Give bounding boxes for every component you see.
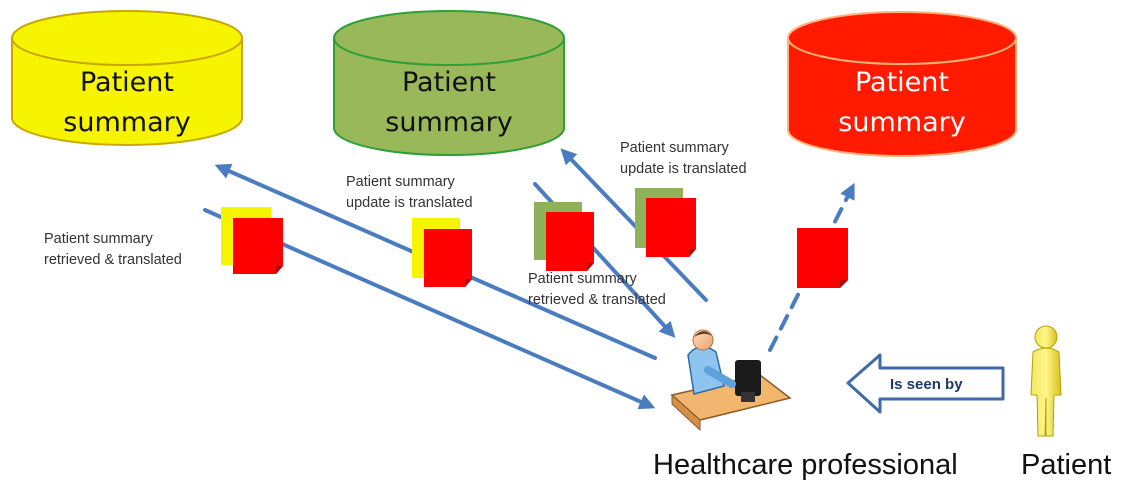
database-yellow-label-line2: summary — [63, 107, 190, 138]
note-update-right: Patient summary update is translated — [620, 140, 747, 177]
note-update-right-line1: Patient summary — [620, 140, 730, 156]
note-update-middle-line1: Patient summary — [346, 174, 456, 190]
document-red-single — [797, 228, 848, 288]
note-retrieved-left-line2: retrieved & translated — [44, 252, 182, 268]
database-yellow: Patient summary — [11, 10, 243, 146]
document-pair-yellow-red-middle — [412, 218, 472, 287]
document-pair-green-red-upper — [635, 188, 696, 257]
database-red-label-line2: summary — [838, 107, 965, 138]
note-retrieved-left: Patient summary retrieved & translated — [44, 231, 182, 268]
note-update-middle-line2: update is translated — [346, 195, 473, 211]
note-retrieved-right: Patient summary retrieved & translated — [528, 271, 666, 308]
database-green: Patient summary — [333, 10, 565, 156]
database-yellow-label-line1: Patient — [80, 67, 174, 98]
doctor-at-computer-icon — [670, 329, 792, 432]
note-retrieved-right-line1: Patient summary — [528, 271, 638, 287]
document-pair-green-red — [534, 202, 594, 271]
document-pair-yellow-red — [221, 207, 283, 274]
database-red: Patient summary — [787, 11, 1017, 157]
patient-figure-icon — [1030, 325, 1062, 437]
note-retrieved-right-line2: retrieved & translated — [528, 292, 666, 308]
healthcare-professional-label: Healthcare professional — [653, 449, 958, 481]
database-green-label-line1: Patient — [402, 67, 496, 98]
note-update-middle: Patient summary update is translated — [346, 174, 473, 211]
database-green-label-line2: summary — [385, 107, 512, 138]
note-retrieved-left-line1: Patient summary — [44, 231, 154, 247]
arrow-to-red-database-dashed — [768, 182, 855, 352]
note-update-right-line2: update is translated — [620, 161, 747, 177]
is-seen-by-label: Is seen by — [890, 376, 963, 393]
database-red-label-line1: Patient — [855, 67, 949, 98]
is-seen-by-arrow: Is seen by — [846, 353, 1005, 414]
patient-label: Patient — [1021, 449, 1111, 481]
